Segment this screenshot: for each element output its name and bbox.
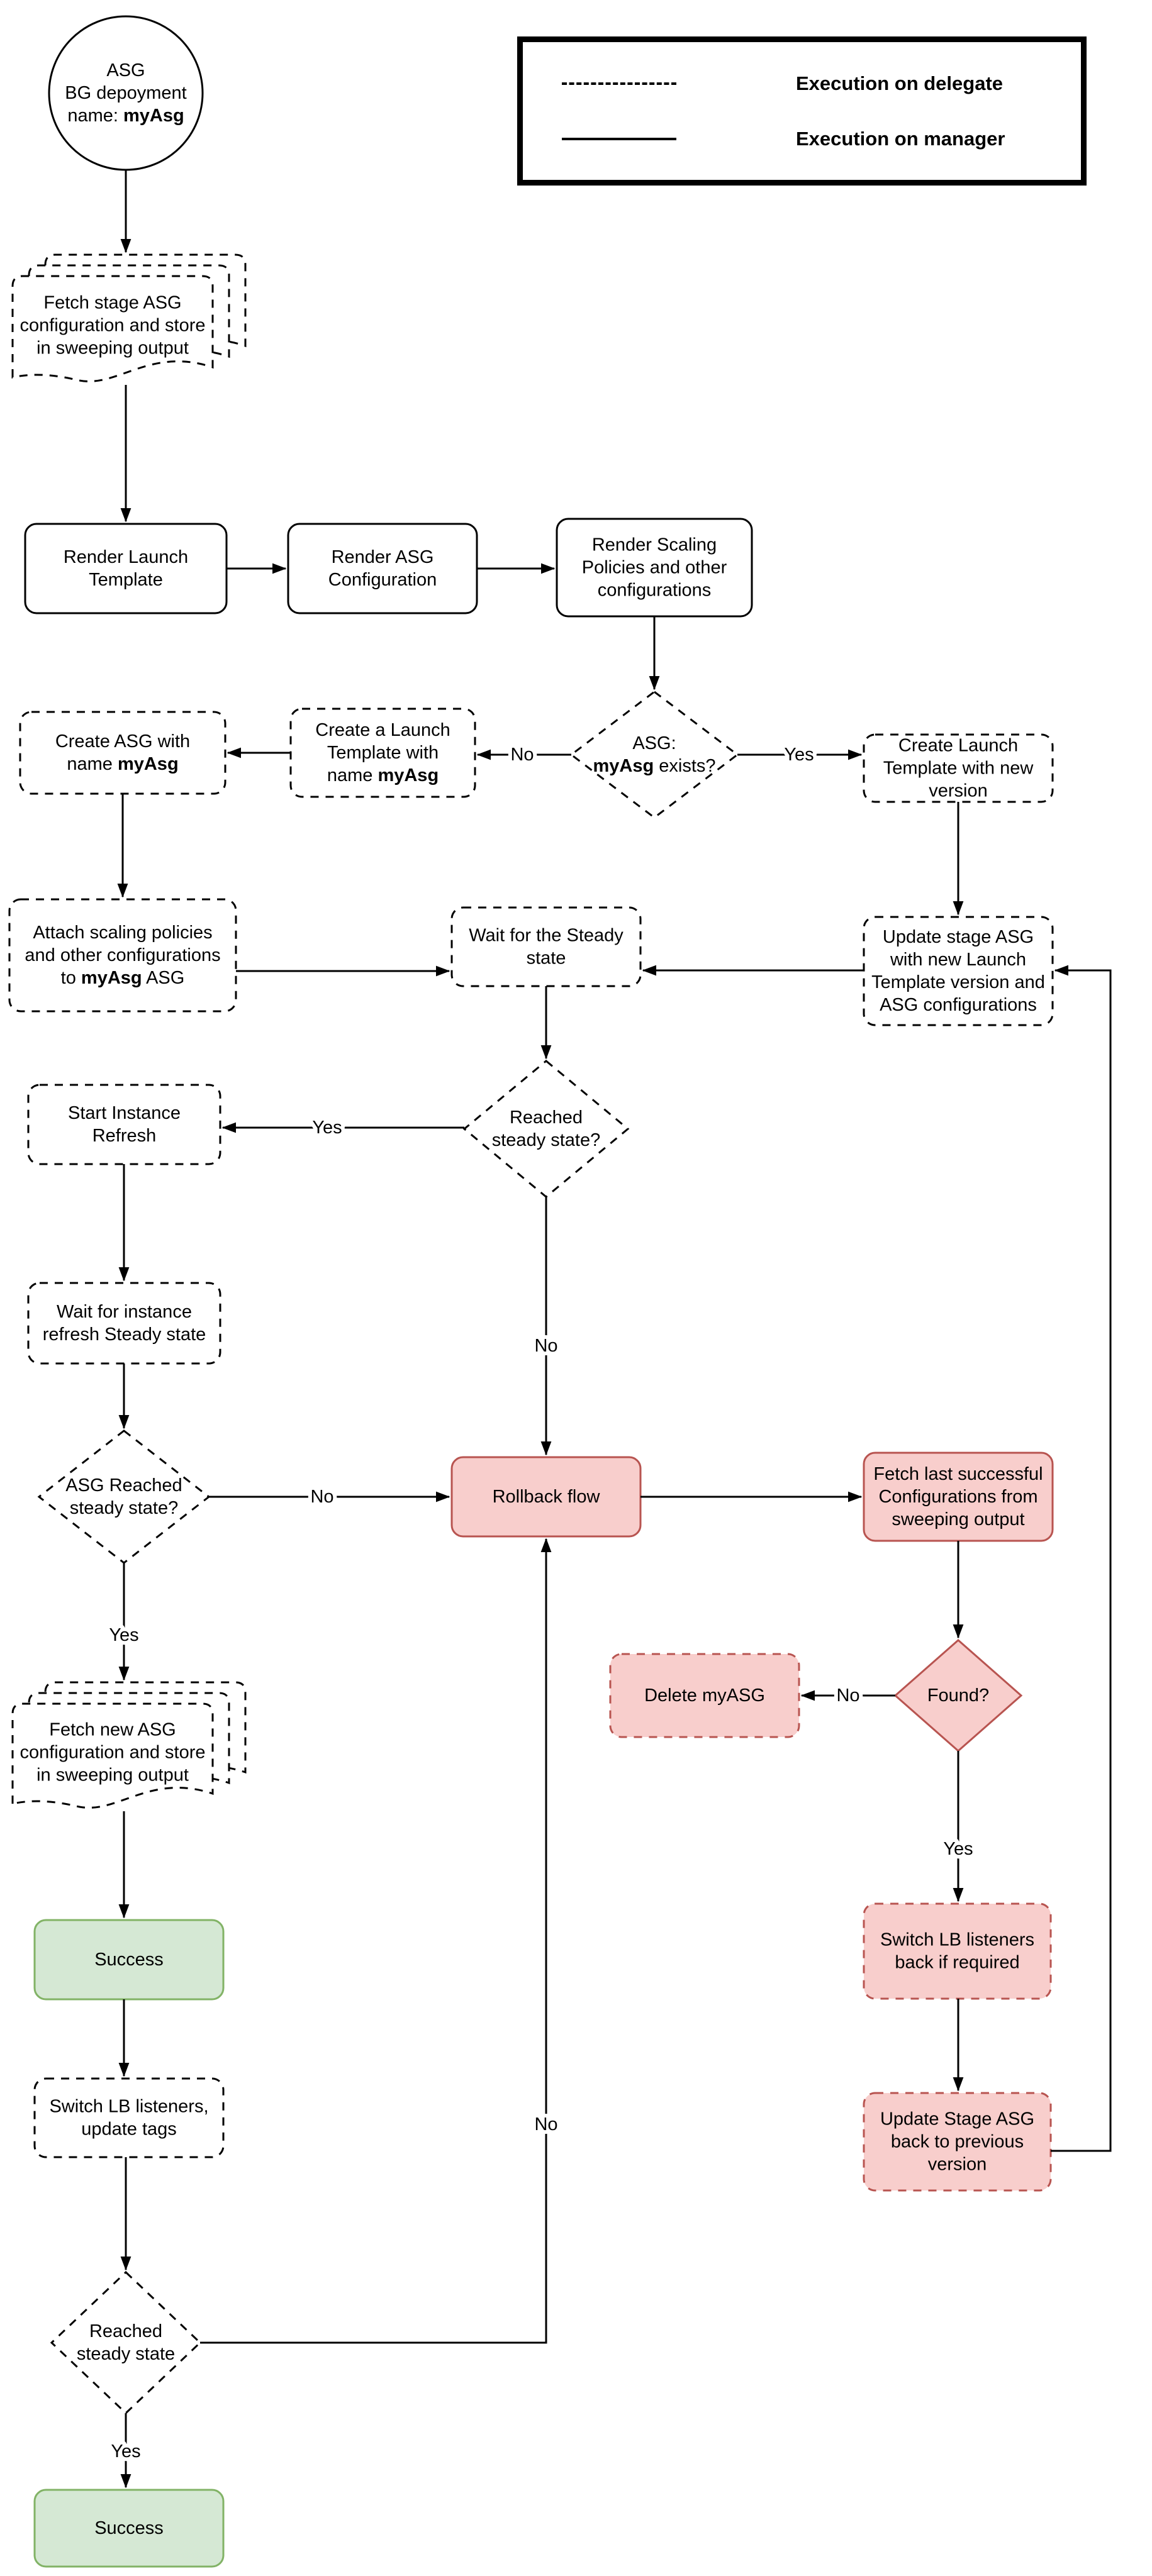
- node-asg-exists: ASG:myAsg exists?: [569, 691, 739, 819]
- edge-found-yes-label: Yes: [943, 1839, 973, 1859]
- edge-final-no-label: No: [534, 2114, 557, 2135]
- legend-item-delegate: Execution on delegate: [523, 72, 1081, 95]
- legend-item-manager: Execution on manager: [523, 128, 1081, 150]
- edge-exists-no-label: No: [510, 745, 534, 765]
- edge-final-yes-label: Yes: [111, 2441, 140, 2462]
- edge-final-yes: Yes: [107, 2413, 145, 2489]
- edge-asg-reached-yes: Yes: [105, 1563, 143, 1681]
- solid-line-sample: [562, 137, 676, 140]
- edge-found-no: No: [800, 1682, 895, 1709]
- node-switch-lb-listeners-label: Switch LB listeners,update tags: [49, 2097, 208, 2140]
- edge-found-no-label: No: [836, 1685, 859, 1706]
- node-switch-lb-listeners: Switch LB listeners,update tags: [33, 2077, 225, 2158]
- node-delete-myasg: Delete myASG: [609, 1653, 800, 1738]
- edge-exists-yes: Yes: [737, 741, 863, 769]
- dashed-line-sample: [562, 82, 676, 85]
- node-success-final-label: Success: [94, 2518, 164, 2538]
- node-delete-myasg-label: Delete myASG: [644, 1685, 765, 1706]
- legend-label-delegate: Execution on delegate: [796, 72, 1004, 94]
- edge-asg-reached-yes-label: Yes: [109, 1625, 138, 1645]
- edge-reached-yes: Yes: [221, 1114, 464, 1141]
- node-success-first: Success: [33, 1919, 225, 2001]
- node-found: Found?: [893, 1639, 1023, 1752]
- node-rollback-flow: Rollback flow: [450, 1456, 642, 1538]
- edge-asg-reached-no: No: [209, 1483, 450, 1511]
- edge-reached-yes-label: Yes: [312, 1118, 342, 1138]
- edge-reached-no-label: No: [534, 1336, 557, 1356]
- node-success-final: Success: [33, 2489, 225, 2568]
- edge-found-yes: Yes: [939, 1751, 977, 1902]
- node-asg-exists-label: ASG:myAsg exists?: [593, 733, 715, 776]
- edge-exists-no: No: [476, 741, 571, 769]
- legend: Execution on delegate Execution on manag…: [517, 36, 1087, 186]
- node-rollback-flow-label: Rollback flow: [493, 1487, 601, 1507]
- edge-asg-reached-no-label: No: [310, 1487, 333, 1507]
- edge-update-back-loop: [1051, 965, 1112, 2152]
- node-found-label: Found?: [927, 1685, 989, 1706]
- node-success-first-label: Success: [94, 1950, 164, 1970]
- edge-final-no: No: [200, 1538, 562, 2344]
- legend-label-manager: Execution on manager: [796, 127, 1005, 150]
- edge-reached-no: No: [530, 1197, 562, 1456]
- edge-exists-yes-label: Yes: [784, 745, 814, 765]
